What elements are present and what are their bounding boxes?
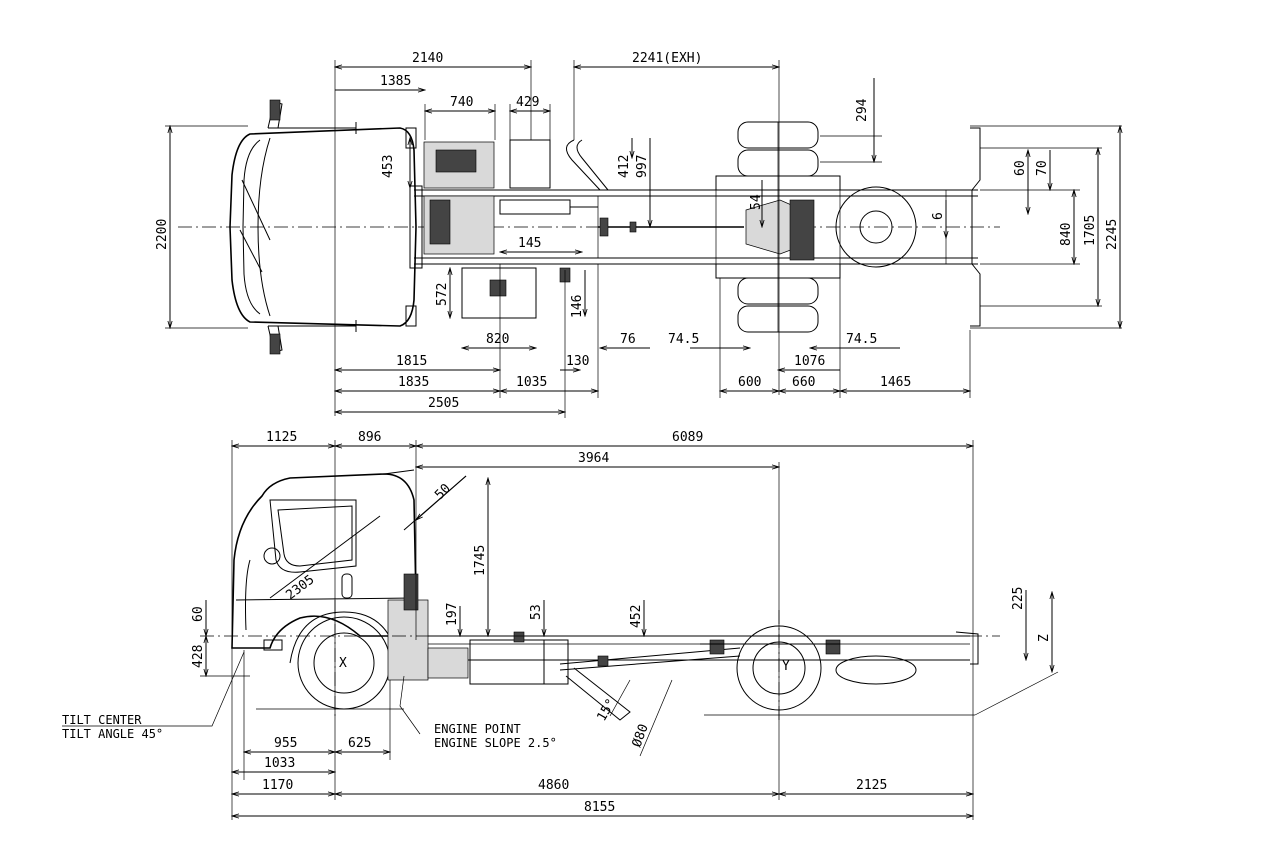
top-cab: [229, 99, 417, 355]
note-engine-slope: ENGINE SLOPE 2.5°: [434, 736, 557, 750]
dim-1385: 1385: [380, 74, 411, 89]
dim-6089: 6089: [672, 430, 703, 445]
note-tilt-center: TILT CENTER: [62, 713, 142, 727]
dim-1465: 1465: [880, 375, 911, 390]
dim-1835: 1835: [398, 375, 429, 390]
dim-1170: 1170: [262, 778, 293, 793]
dim-70: 70: [1035, 160, 1050, 176]
note-engine-point: ENGINE POINT: [434, 722, 521, 736]
side-cab: [231, 469, 417, 651]
dim-428: 428: [191, 645, 206, 668]
dim-955: 955: [274, 736, 297, 751]
dim-2505: 2505: [428, 396, 459, 411]
dim-896: 896: [358, 430, 381, 445]
dim-225: 225: [1011, 587, 1026, 610]
dim-2140: 2140: [412, 51, 443, 66]
dim-412: 412: [617, 155, 632, 178]
dim-1076: 1076: [794, 354, 825, 369]
dim-54: 54: [749, 194, 764, 210]
dim-2245: 2245: [1105, 219, 1120, 250]
top-dim-labels: 2140 2241(EXH) 1385 740 429 294 453 412 …: [155, 51, 1120, 411]
dim-60-top: 60: [1013, 160, 1028, 176]
dim-z: Z: [1037, 634, 1052, 642]
dim-625: 625: [348, 736, 371, 751]
dim-1815: 1815: [396, 354, 427, 369]
dim-1705: 1705: [1083, 215, 1098, 246]
dim-76: 76: [620, 332, 636, 347]
top-rear-tyres: [715, 121, 917, 333]
dim-740: 740: [450, 95, 473, 110]
dim-6: 6: [931, 212, 946, 220]
front-axle-x: X: [339, 656, 347, 671]
rear-axle-y: Y: [782, 659, 790, 674]
dim-1125: 1125: [266, 430, 297, 445]
note-tilt-angle: TILT ANGLE 45°: [62, 727, 163, 741]
dim-2200: 2200: [155, 219, 170, 250]
dim-294: 294: [855, 98, 870, 122]
side-drivetrain: [387, 573, 841, 721]
dim-146: 146: [570, 295, 585, 318]
dim-572: 572: [435, 283, 450, 306]
dim-4860: 4860: [538, 778, 569, 793]
dim-1745: 1745: [473, 545, 488, 576]
dim-2305: 2305: [283, 572, 317, 603]
dim-8155: 8155: [584, 800, 615, 815]
top-dimensions: [165, 60, 1122, 418]
top-view: 2140 2241(EXH) 1385 740 429 294 453 412 …: [155, 51, 1122, 418]
dim-74-5-right: 74.5: [846, 332, 877, 347]
dim-820: 820: [486, 332, 509, 347]
dim-452: 452: [629, 605, 644, 628]
dim-3964: 3964: [578, 451, 609, 466]
dim-2125: 2125: [856, 778, 887, 793]
dim-453: 453: [381, 155, 396, 178]
dim-1033: 1033: [264, 756, 295, 771]
dim-1035: 1035: [516, 375, 547, 390]
dim-997: 997: [635, 155, 650, 178]
side-dim-labels: 1125 896 6089 3964 50 1745 2305 197 53 4…: [62, 430, 1052, 815]
dim-600: 600: [738, 375, 761, 390]
dim-phi-80: Ø80: [630, 722, 652, 749]
dim-50: 50: [432, 481, 454, 503]
dim-197: 197: [445, 603, 460, 626]
dim-429: 429: [516, 95, 539, 110]
dim-53: 53: [529, 604, 544, 620]
side-view: 1125 896 6089 3964 50 1745 2305 197 53 4…: [62, 430, 1059, 820]
dim-145: 145: [518, 236, 541, 251]
dim-2241-exh: 2241(EXH): [632, 51, 702, 66]
dim-660: 660: [792, 375, 815, 390]
side-dimensions: [62, 440, 1052, 820]
dim-840: 840: [1059, 223, 1074, 246]
dim-130: 130: [566, 354, 589, 369]
dim-74-5-left: 74.5: [668, 332, 699, 347]
dim-60-side: 60: [191, 606, 206, 622]
